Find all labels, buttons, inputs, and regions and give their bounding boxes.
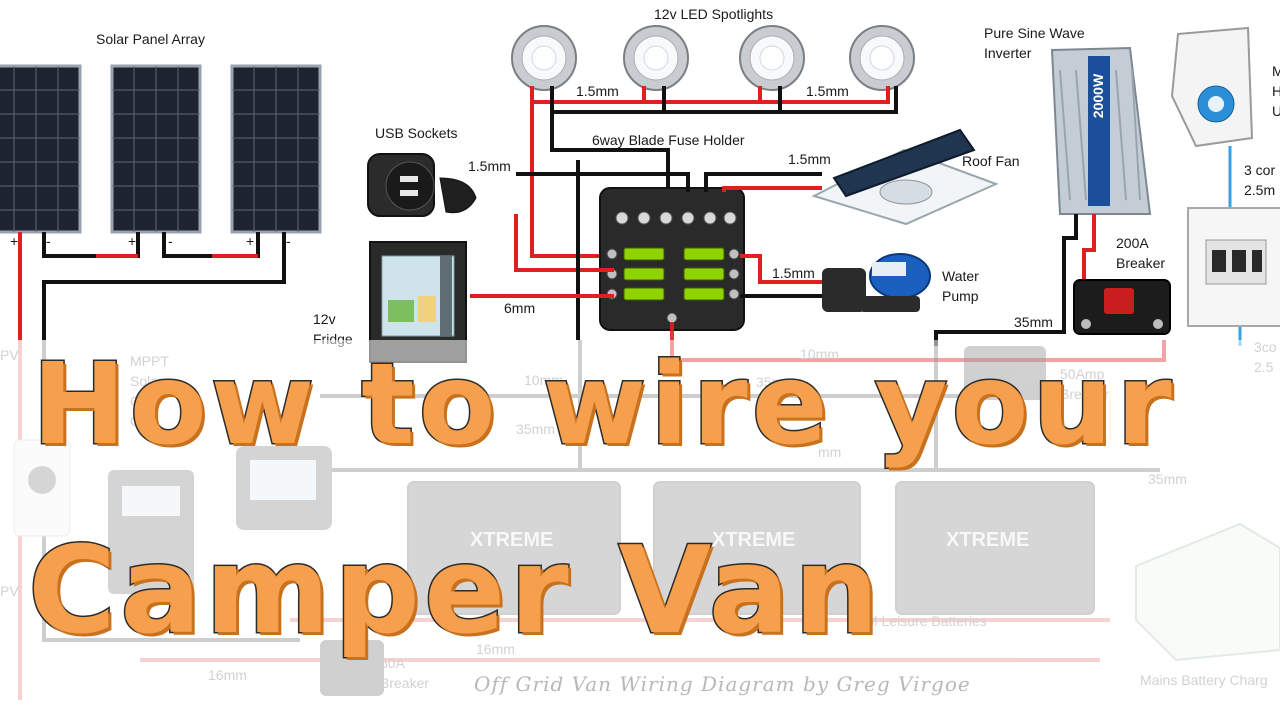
wire-35mm-right: 35mm bbox=[1148, 471, 1187, 487]
water-pump-label-2: Pump bbox=[942, 288, 979, 304]
usb-sockets-label: USB Sockets bbox=[375, 125, 457, 141]
mains-label-2: H bbox=[1272, 83, 1280, 99]
mains-label-3: U bbox=[1272, 103, 1280, 119]
mains-cable-label-2: 2.5m bbox=[1244, 182, 1275, 198]
solar-panel-3 bbox=[230, 64, 322, 234]
wire-inverter: 35mm bbox=[1014, 314, 1053, 330]
pv-label-1: PV bbox=[0, 347, 19, 363]
wire-usb: 1.5mm bbox=[468, 158, 511, 174]
spotlight-wiring bbox=[530, 86, 898, 258]
fridge-label-1: 12v bbox=[313, 311, 336, 327]
breaker-200a bbox=[1073, 279, 1171, 335]
wire-spot-left: 1.5mm bbox=[576, 83, 619, 99]
pv-label-2: PV bbox=[0, 583, 19, 599]
panel1-plus: + bbox=[10, 233, 18, 249]
spotlight-3 bbox=[739, 25, 805, 91]
mains-cable-label-1: 3 cor bbox=[1244, 162, 1275, 178]
solar-array-label: Solar Panel Array bbox=[96, 31, 205, 47]
water-pump-label-1: Water bbox=[942, 268, 979, 284]
solar-wiring bbox=[18, 232, 286, 340]
wire-roof-fan: 1.5mm bbox=[788, 151, 831, 167]
inverter: 2000W bbox=[1050, 46, 1152, 215]
solar-panel-array: Solar Panel Array + bbox=[0, 31, 322, 249]
roof-fan bbox=[811, 128, 999, 226]
spotlight-2 bbox=[623, 25, 689, 91]
led-spotlights: 12v LED Spotlights bbox=[511, 6, 915, 91]
panel3-minus: - bbox=[286, 233, 291, 249]
spotlights-label: 12v LED Spotlights bbox=[654, 6, 773, 22]
panel2-plus: + bbox=[128, 233, 136, 249]
water-pump bbox=[822, 253, 931, 312]
solar-panel-2 bbox=[110, 64, 202, 234]
usb-sockets bbox=[367, 153, 477, 217]
inverter-label-2: Inverter bbox=[984, 45, 1032, 61]
title-line-1: How to wire your bbox=[31, 339, 1176, 472]
diagram-credit: Off Grid Van Wiring Diagram by Greg Virg… bbox=[474, 672, 971, 696]
wire-spot-right: 1.5mm bbox=[806, 83, 849, 99]
mains-hookup bbox=[1170, 26, 1254, 148]
spotlight-1 bbox=[511, 25, 577, 91]
wire-water-pump: 1.5mm bbox=[772, 265, 815, 281]
consumer-unit bbox=[1187, 207, 1280, 327]
solar-panel-1 bbox=[0, 64, 82, 234]
inverter-label-1: Pure Sine Wave bbox=[984, 25, 1085, 41]
breaker-bottom-label: Breaker bbox=[380, 675, 429, 691]
wire-fridge: 6mm bbox=[504, 300, 535, 316]
spotlight-4 bbox=[849, 25, 915, 91]
inverter-wiring bbox=[934, 214, 1096, 346]
breaker200-label-1: 200A bbox=[1116, 235, 1149, 251]
panel1-minus: - bbox=[46, 233, 51, 249]
roof-fan-label: Roof Fan bbox=[962, 153, 1020, 169]
mains-label-1: M bbox=[1272, 63, 1280, 79]
fuse-holder-label: 6way Blade Fuse Holder bbox=[592, 132, 745, 148]
panel3-plus: + bbox=[246, 233, 254, 249]
panel2-minus: - bbox=[168, 233, 173, 249]
fuse-holder bbox=[599, 187, 745, 331]
breaker200-label-2: Breaker bbox=[1116, 255, 1165, 271]
title-line-2: Camper Van bbox=[27, 521, 884, 663]
battery-charger-label: Mains Battery Charg bbox=[1140, 672, 1268, 688]
wire-16mm-b: 16mm bbox=[208, 667, 247, 683]
inverter-brand: 2000W bbox=[1090, 73, 1106, 118]
